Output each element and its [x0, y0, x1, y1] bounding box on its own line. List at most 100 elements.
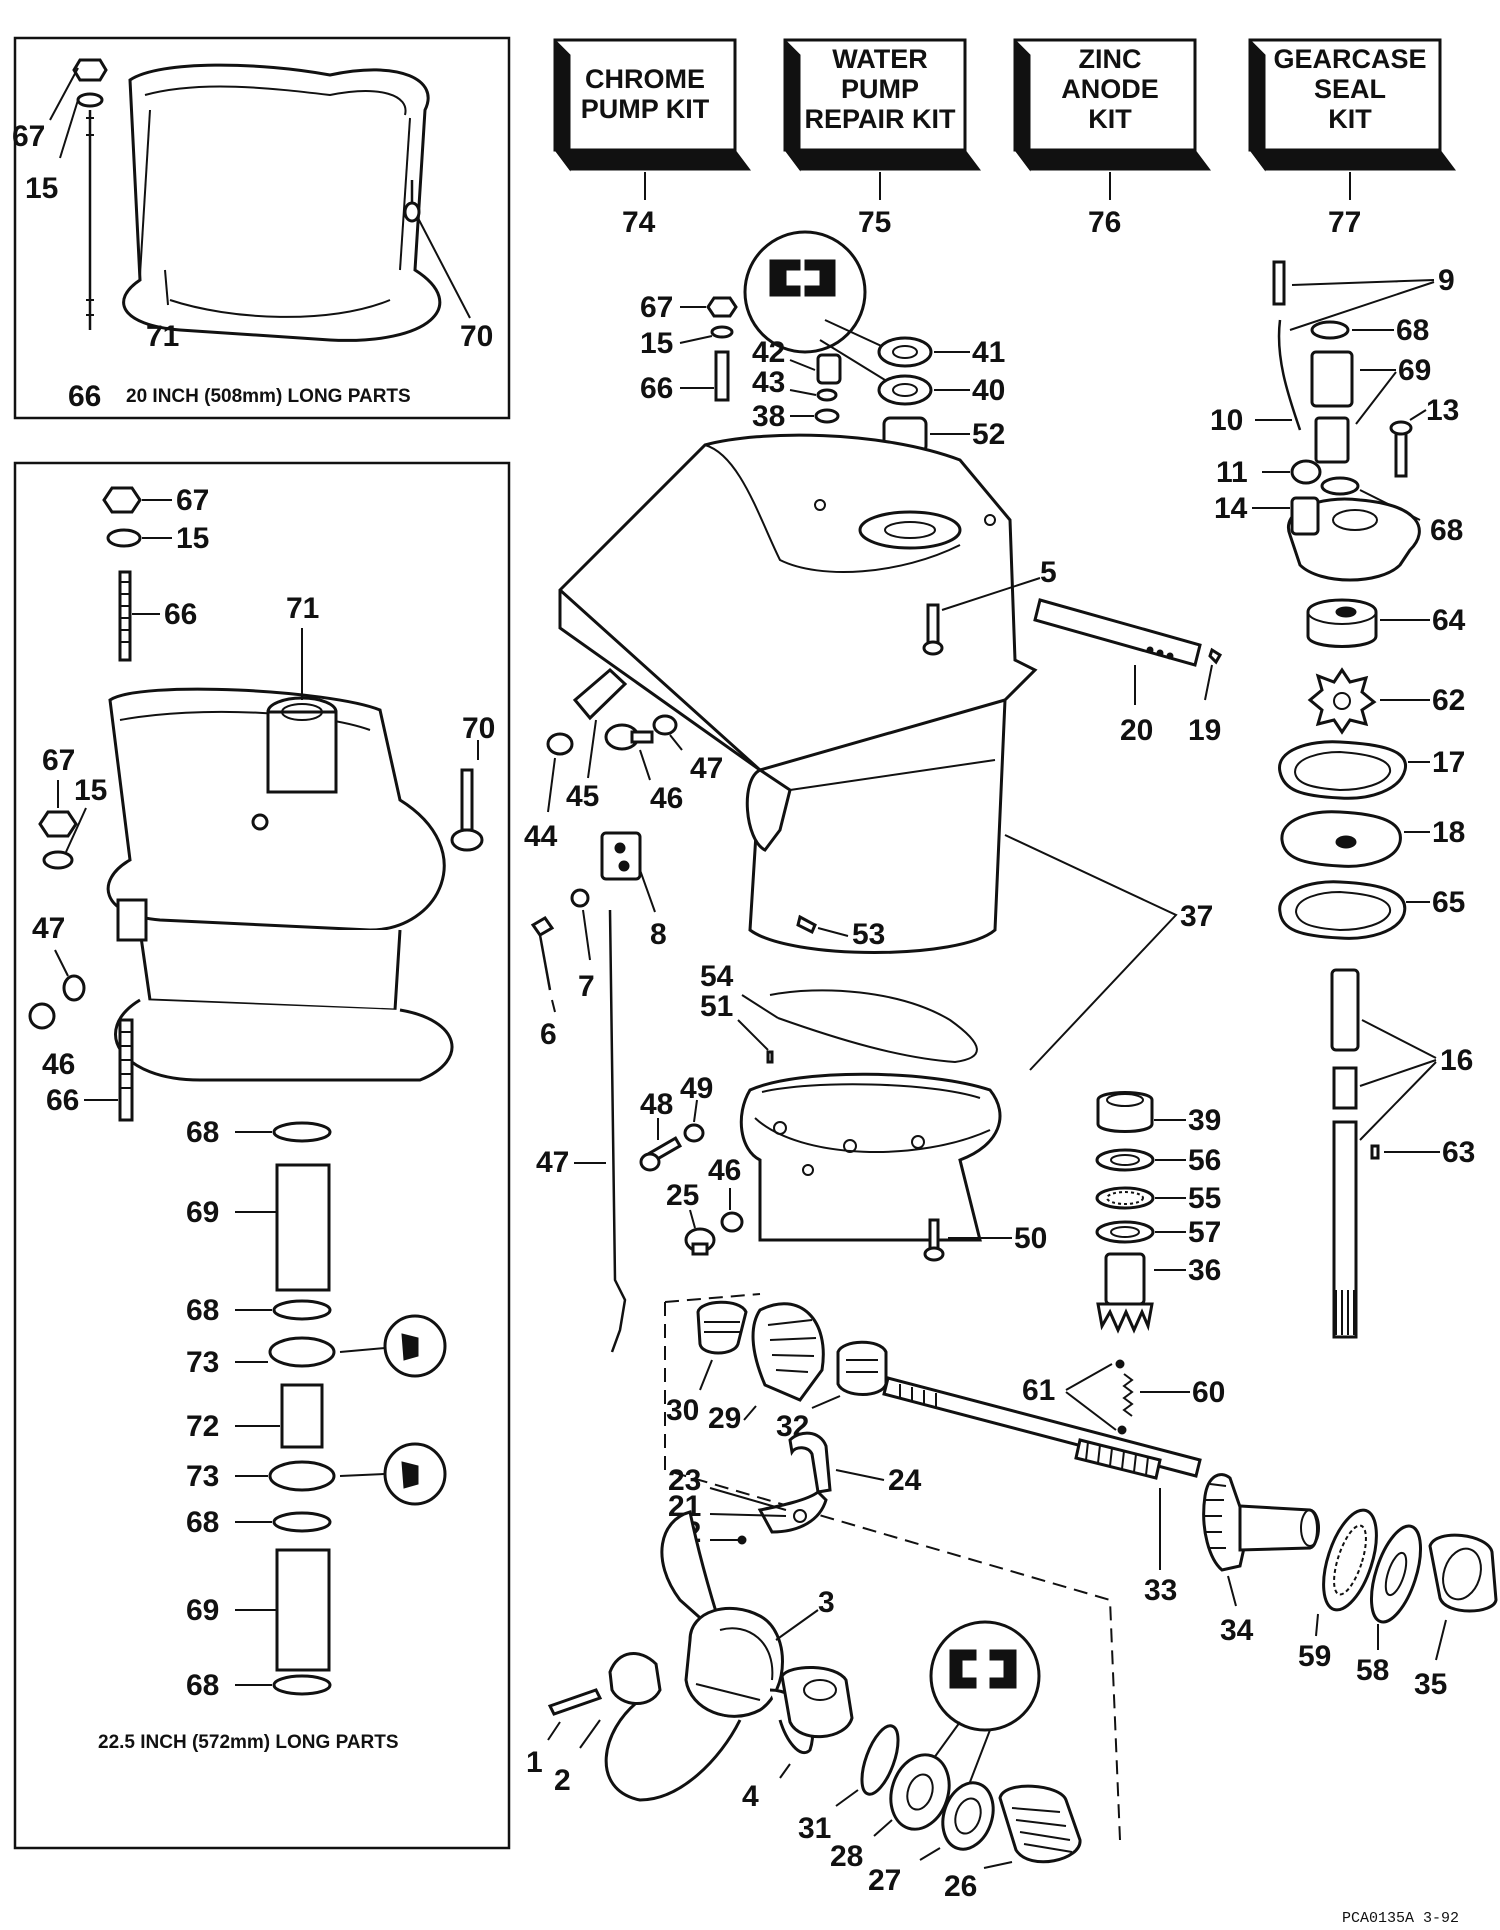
callout-20: 20 — [1120, 714, 1153, 747]
callout-66c: 66 — [46, 1084, 79, 1117]
inset-22-5-inch: 67 15 66 70 71 67 15 47 4 — [13, 461, 511, 1850]
kit-number-76: 76 — [1088, 206, 1121, 239]
callout-69b: 69 — [186, 1594, 219, 1627]
callout-73: 73 — [186, 1346, 219, 1379]
kit-label-line: KIT — [1088, 104, 1132, 134]
callout-50: 50 — [1014, 1222, 1047, 1255]
kit-label-line: CHROME — [585, 64, 705, 94]
callout-52: 52 — [972, 418, 1005, 451]
callout-69c: 69 — [1398, 354, 1431, 387]
callout-67d: 67 — [640, 291, 673, 324]
callout-68c: 68 — [186, 1506, 219, 1539]
kit-label-line: ZINC — [1079, 44, 1142, 74]
callout-56: 56 — [1188, 1144, 1221, 1177]
callout-4: 4 — [742, 1780, 759, 1813]
callout-67: 67 — [12, 120, 45, 153]
callout-67c: 67 — [42, 744, 75, 777]
inset-22-5-inch-border — [13, 461, 511, 1850]
callout-2: 2 — [554, 1764, 571, 1797]
callout-3: 3 — [818, 1586, 835, 1619]
callout-35: 35 — [1414, 1668, 1447, 1701]
callout-62: 62 — [1432, 684, 1465, 717]
exhaust-housing-22-5-inch — [106, 687, 454, 1082]
callout-16: 16 — [1440, 1044, 1473, 1077]
gearcase: 5 20 19 44 45 46 47 8 7 — [524, 433, 1223, 1353]
callout-24: 24 — [888, 1464, 922, 1497]
water-pump-parts: 9 68 69 10 13 11 68 14 64 62 — [1210, 260, 1475, 1339]
callout-27: 27 — [868, 1864, 901, 1897]
callout-39: 39 — [1188, 1104, 1221, 1137]
callout-15: 15 — [25, 172, 58, 205]
callout-64: 64 — [1432, 604, 1466, 637]
callout-18: 18 — [1432, 816, 1465, 849]
inset-20-inch: 67 15 71 70 66 20 INCH (508mm) LONG PART… — [12, 36, 511, 420]
pinion-stack: 39 56 55 57 36 — [1095, 1091, 1221, 1334]
callout-65: 65 — [1432, 886, 1465, 919]
callout-41: 41 — [972, 336, 1005, 369]
callout-15b: 15 — [176, 522, 209, 555]
callout-71: 71 — [146, 320, 179, 353]
kit-label-line: ANODE — [1061, 74, 1159, 104]
callout-38: 38 — [752, 400, 785, 433]
callout-66: 66 — [68, 380, 101, 413]
callout-45: 45 — [566, 780, 599, 813]
callout-17: 17 — [1432, 746, 1465, 779]
callout-68d: 68 — [186, 1669, 219, 1702]
callout-49: 49 — [680, 1072, 713, 1105]
callout-40: 40 — [972, 374, 1005, 407]
callout-59: 59 — [1298, 1640, 1331, 1673]
kit-label-line: KIT — [1328, 104, 1372, 134]
callout-43: 43 — [752, 366, 785, 399]
callout-67b: 67 — [176, 484, 209, 517]
callout-68f: 68 — [1430, 514, 1463, 547]
callout-15c: 15 — [74, 774, 107, 807]
caption-20-inch: 20 INCH (508mm) LONG PARTS — [126, 386, 411, 407]
callout-46c: 25 — [666, 1179, 699, 1212]
callout-70b: 70 — [462, 712, 495, 745]
inset-20-inch-border — [13, 36, 511, 420]
kit-label-line: PUMP — [841, 74, 919, 104]
propshaft-assembly: 30 29 32 33 61 60 24 23 21 — [664, 1293, 1498, 1841]
callout-66d: 66 — [640, 372, 673, 405]
callout-9: 9 — [1438, 264, 1455, 297]
callout-63: 63 — [1442, 1136, 1475, 1169]
callout-47b: 47 — [690, 752, 723, 785]
callout-71b: 71 — [286, 592, 319, 625]
callout-36: 36 — [1188, 1254, 1221, 1287]
callout-6: 6 — [540, 1018, 557, 1051]
callout-47c: 46 — [708, 1154, 741, 1187]
driveshaft-seal-parts: 41 40 52 67 15 66 42 43 38 — [640, 230, 1005, 454]
callout-5: 5 — [1040, 556, 1057, 589]
callout-30: 30 — [666, 1394, 699, 1427]
callout-44: 44 — [524, 820, 558, 853]
callout-15d: 15 — [640, 327, 673, 360]
kit-label-line: GEARCASE — [1273, 44, 1426, 74]
kit-number-74: 74 — [622, 206, 656, 239]
callout-34: 34 — [1220, 1614, 1254, 1647]
kit-label-line: SEAL — [1314, 74, 1386, 104]
callout-10: 10 — [1210, 404, 1243, 437]
callout-68: 68 — [186, 1116, 219, 1149]
callout-73b: 73 — [186, 1460, 219, 1493]
callout-61: 61 — [1022, 1374, 1055, 1407]
callout-46: 46 — [42, 1048, 75, 1081]
callout-7: 7 — [578, 970, 595, 1003]
callout-8: 8 — [650, 918, 667, 951]
kit-number-75: 75 — [858, 206, 891, 239]
callout-72: 72 — [186, 1410, 219, 1443]
callout-31: 31 — [798, 1812, 831, 1845]
kit-number-77: 77 — [1328, 206, 1361, 239]
callout-26: 26 — [944, 1870, 977, 1903]
callout-25: 47 — [536, 1146, 569, 1179]
callout-47: 47 — [32, 912, 65, 945]
callout-54: 54 — [700, 960, 734, 993]
